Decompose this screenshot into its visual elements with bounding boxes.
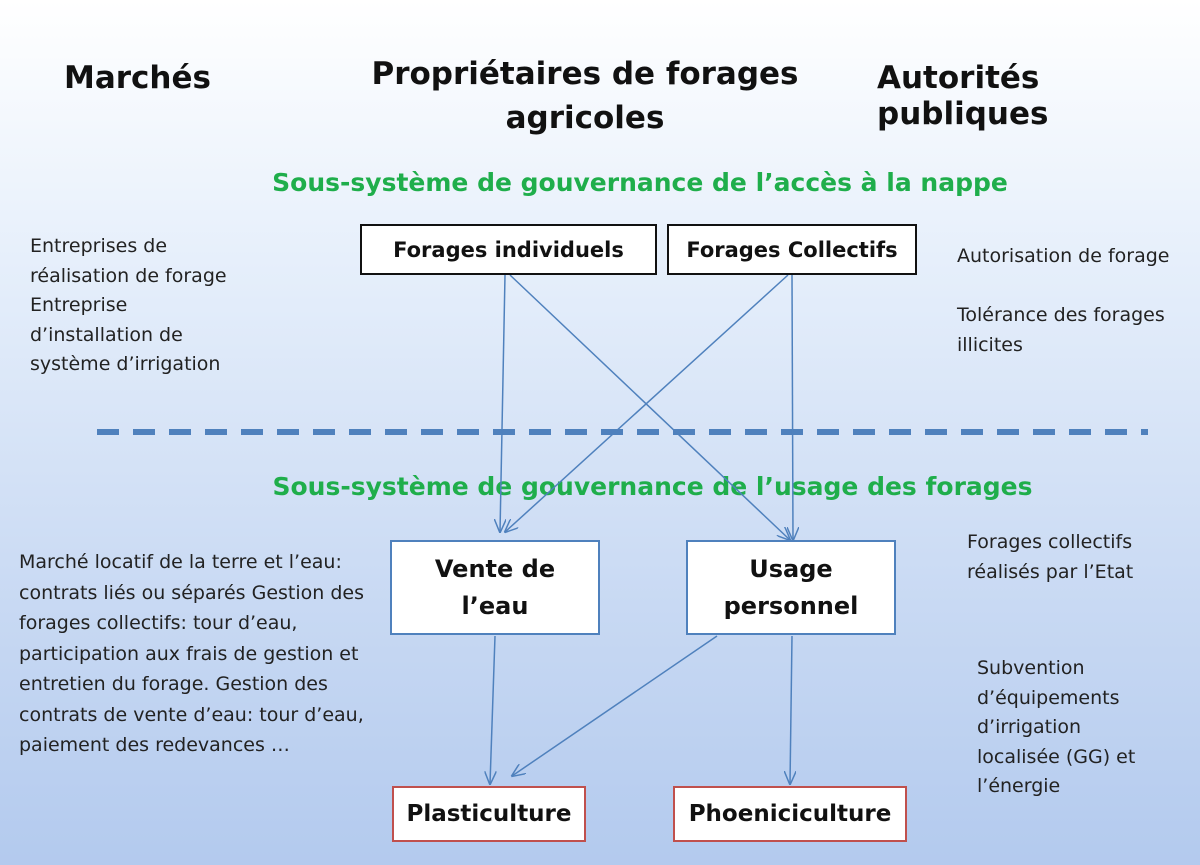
text-tolerance-forages: Tolérance des forages illicites	[957, 304, 1165, 356]
text-markets-access: Entreprises de réalisation de forage Ent…	[30, 235, 227, 375]
text-forages-etat: Forages collectifs réalisés par l’Etat	[967, 531, 1134, 583]
arrow-individuels-to-vente	[500, 274, 505, 532]
box-forages-collectifs: Forages Collectifs	[667, 224, 917, 275]
arrow-individuels-to-usage	[509, 274, 790, 540]
text-autorisation-forage: Autorisation de forage	[957, 245, 1170, 267]
box-forages-individuels: Forages individuels	[360, 224, 657, 275]
arrow-collectifs-to-usage	[792, 274, 793, 540]
box-usage-personnel: Usage personnel	[686, 540, 896, 635]
text-markets-usage: Marché locatif de la terre et l’eau: con…	[19, 551, 365, 756]
box-plasticulture: Plasticulture	[392, 786, 586, 842]
subsystem-access-title: Sous-système de gouvernance de l’accès à…	[272, 168, 1008, 197]
text-subvention: Subvention d’équipements d’irrigation lo…	[977, 657, 1136, 797]
header-authorities: Autorités publiques	[877, 60, 1049, 132]
arrow-usage-to-phoeniciculture	[790, 635, 792, 784]
box-vente-eau: Vente de l’eau	[390, 540, 600, 635]
arrow-usage-to-plasticulture	[512, 635, 718, 776]
subsystem-usage-title: Sous-système de gouvernance de l’usage d…	[272, 472, 1033, 501]
box-phoeniciculture: Phoeniciculture	[673, 786, 907, 842]
header-markets: Marchés	[64, 60, 211, 96]
header-owners: Propriétaires de forages agricoles	[371, 56, 799, 136]
arrow-vente-to-plasticulture	[490, 635, 495, 784]
arrow-collectifs-to-vente	[505, 274, 789, 532]
